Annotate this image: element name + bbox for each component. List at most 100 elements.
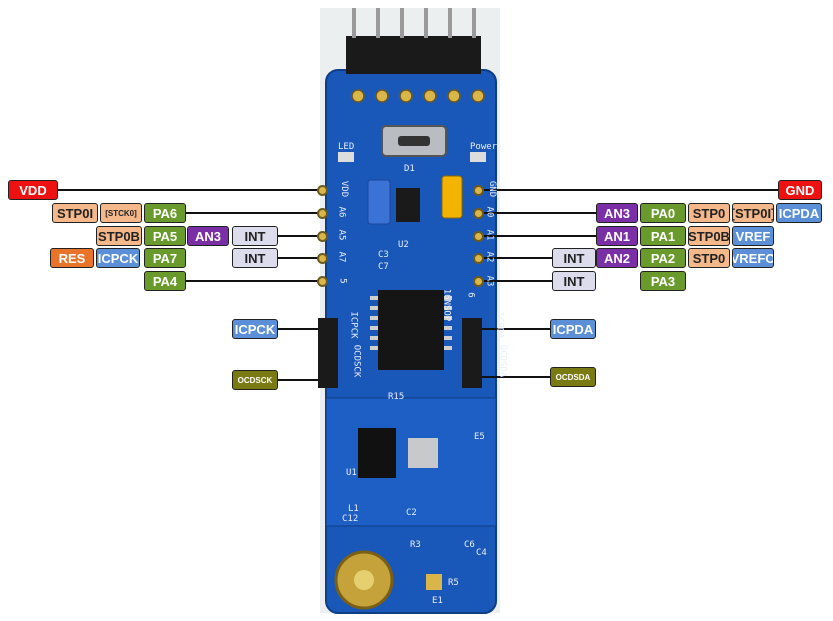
silkscreen-text: A6	[336, 206, 347, 218]
yellow-jumper	[441, 175, 463, 219]
pin-label-right-1-1: PA0	[640, 203, 686, 223]
silkscreen-text: ICPDA	[494, 311, 505, 339]
pin-line-left-2	[278, 235, 322, 237]
pin-pad-left-3	[317, 253, 328, 264]
pin-label-left-0-0: VDD	[8, 180, 58, 200]
pin-label-right-2-0: AN1	[596, 226, 638, 246]
pin-label-right-1-2: STP0	[688, 203, 730, 223]
pin-label-left-3-0: RES	[50, 248, 94, 268]
pin-pad-right-2	[473, 231, 484, 242]
pin-pad-right-0	[473, 185, 484, 196]
pin-label-right-1-4: ICPDA	[776, 203, 822, 223]
pin-pad-left-4	[317, 276, 328, 287]
header-pads	[351, 89, 485, 103]
silkscreen-text: R5	[448, 578, 459, 588]
pin-label-left-1-2: PA6	[144, 203, 186, 223]
jumper-label-2: ICPDA	[550, 319, 596, 339]
silkscreen-text: A3	[484, 275, 495, 287]
crystal	[408, 438, 438, 468]
silkscreen-text: LED	[338, 142, 355, 152]
pin-label-right-2-2: STP0B	[688, 226, 730, 246]
pin-label-left-1-1: [STCK0]	[100, 203, 142, 223]
silkscreen-text: Power	[470, 142, 498, 152]
header-pins	[346, 36, 481, 74]
silkscreen-text: C3	[378, 250, 389, 260]
jumper-label-3: OCDSDA	[550, 367, 596, 387]
pin-line-right-0	[478, 189, 778, 191]
pin-pad-right-4	[473, 276, 484, 287]
silkscreen-text: D1	[404, 164, 415, 174]
silkscreen-text: R3	[410, 540, 421, 550]
jumper-label-1: OCDSCK	[232, 370, 278, 390]
silkscreen-text: R15	[388, 392, 405, 402]
silkscreen-text: E5	[474, 432, 485, 442]
pin-pad-right-3	[473, 253, 484, 264]
pin-label-right-3-1: AN2	[596, 248, 638, 268]
silkscreen-text: A0	[484, 206, 495, 218]
pin-line-right-1	[478, 212, 596, 214]
mcu-legs	[370, 296, 452, 350]
pin-label-left-3-1: ICPCK	[96, 248, 140, 268]
silkscreen-text: A5	[336, 229, 347, 241]
blue-jumper	[367, 179, 391, 225]
silkscreen-text: U1	[346, 468, 357, 478]
silkscreen-text: OCDSCK	[351, 344, 362, 378]
silkscreen-text: VDD	[339, 180, 350, 198]
silkscreen-text: OCDSDA	[497, 344, 508, 378]
pin-pad-left-2	[317, 231, 328, 242]
jumper-label-0: ICPCK	[232, 319, 278, 339]
pin-pad-left-0	[317, 185, 328, 196]
silkscreen-text: C12	[342, 514, 359, 524]
jumper-header-right	[462, 318, 482, 388]
pin-label-right-4-1: PA3	[640, 271, 686, 291]
pin-label-right-3-4: VREFO	[732, 248, 774, 268]
pin-line-right-4	[478, 280, 552, 282]
pin-line-left-4	[186, 280, 322, 282]
rf-chip	[358, 428, 396, 478]
jumper-line-1	[278, 379, 318, 381]
silkscreen-text: U2	[398, 240, 409, 250]
silkscreen-text: C2	[406, 508, 417, 518]
jumper-header-left	[318, 318, 338, 388]
pin-pad-left-1	[317, 208, 328, 219]
pin-label-left-4-0: PA4	[144, 271, 186, 291]
jumper-line-2	[482, 328, 550, 330]
pin-label-right-2-3: VREF	[732, 226, 774, 246]
silkscreen-text: 5	[337, 278, 348, 284]
silkscreen-text: C4	[476, 548, 487, 558]
pin-line-right-2	[478, 235, 596, 237]
pin-pad-right-1	[473, 208, 484, 219]
pin-label-left-3-2: PA7	[144, 248, 186, 268]
pin-label-left-1-0: STP0I	[52, 203, 98, 223]
pin-label-right-2-1: PA1	[640, 226, 686, 246]
pin-line-left-3	[278, 257, 322, 259]
sma-center	[354, 570, 374, 590]
silkscreen-text: ICPCK	[348, 311, 359, 339]
pin-line-right-3	[478, 257, 552, 259]
silkscreen-text: A2	[484, 251, 495, 263]
usb-port	[398, 136, 430, 146]
silkscreen-text: GND	[487, 180, 498, 198]
pin-label-left-2-0: STP0B	[96, 226, 142, 246]
e1-pad	[426, 574, 442, 590]
silkscreen-text: A7	[336, 251, 347, 263]
pin-line-left-1	[186, 212, 322, 214]
jumper-line-3	[482, 376, 550, 378]
pin-line-left-0	[58, 189, 322, 191]
pin-label-right-1-3: [STP0I]	[732, 203, 774, 223]
power-led	[470, 152, 486, 162]
pin-label-right-1-0: AN3	[596, 203, 638, 223]
pin-label-right-3-2: PA2	[640, 248, 686, 268]
silkscreen-text: 6	[465, 292, 476, 298]
silkscreen-text: E1	[432, 596, 443, 606]
pin-label-right-3-0: INT	[552, 248, 596, 268]
pin-label-left-2-2: AN3	[187, 226, 229, 246]
header-pin-stubs	[352, 8, 476, 38]
pin-label-left-2-3: INT	[232, 226, 278, 246]
pin-label-right-4-0: INT	[552, 271, 596, 291]
pin-label-right-0-0: GND	[778, 180, 822, 200]
led	[338, 152, 354, 162]
silkscreen-text: C7	[378, 262, 389, 272]
